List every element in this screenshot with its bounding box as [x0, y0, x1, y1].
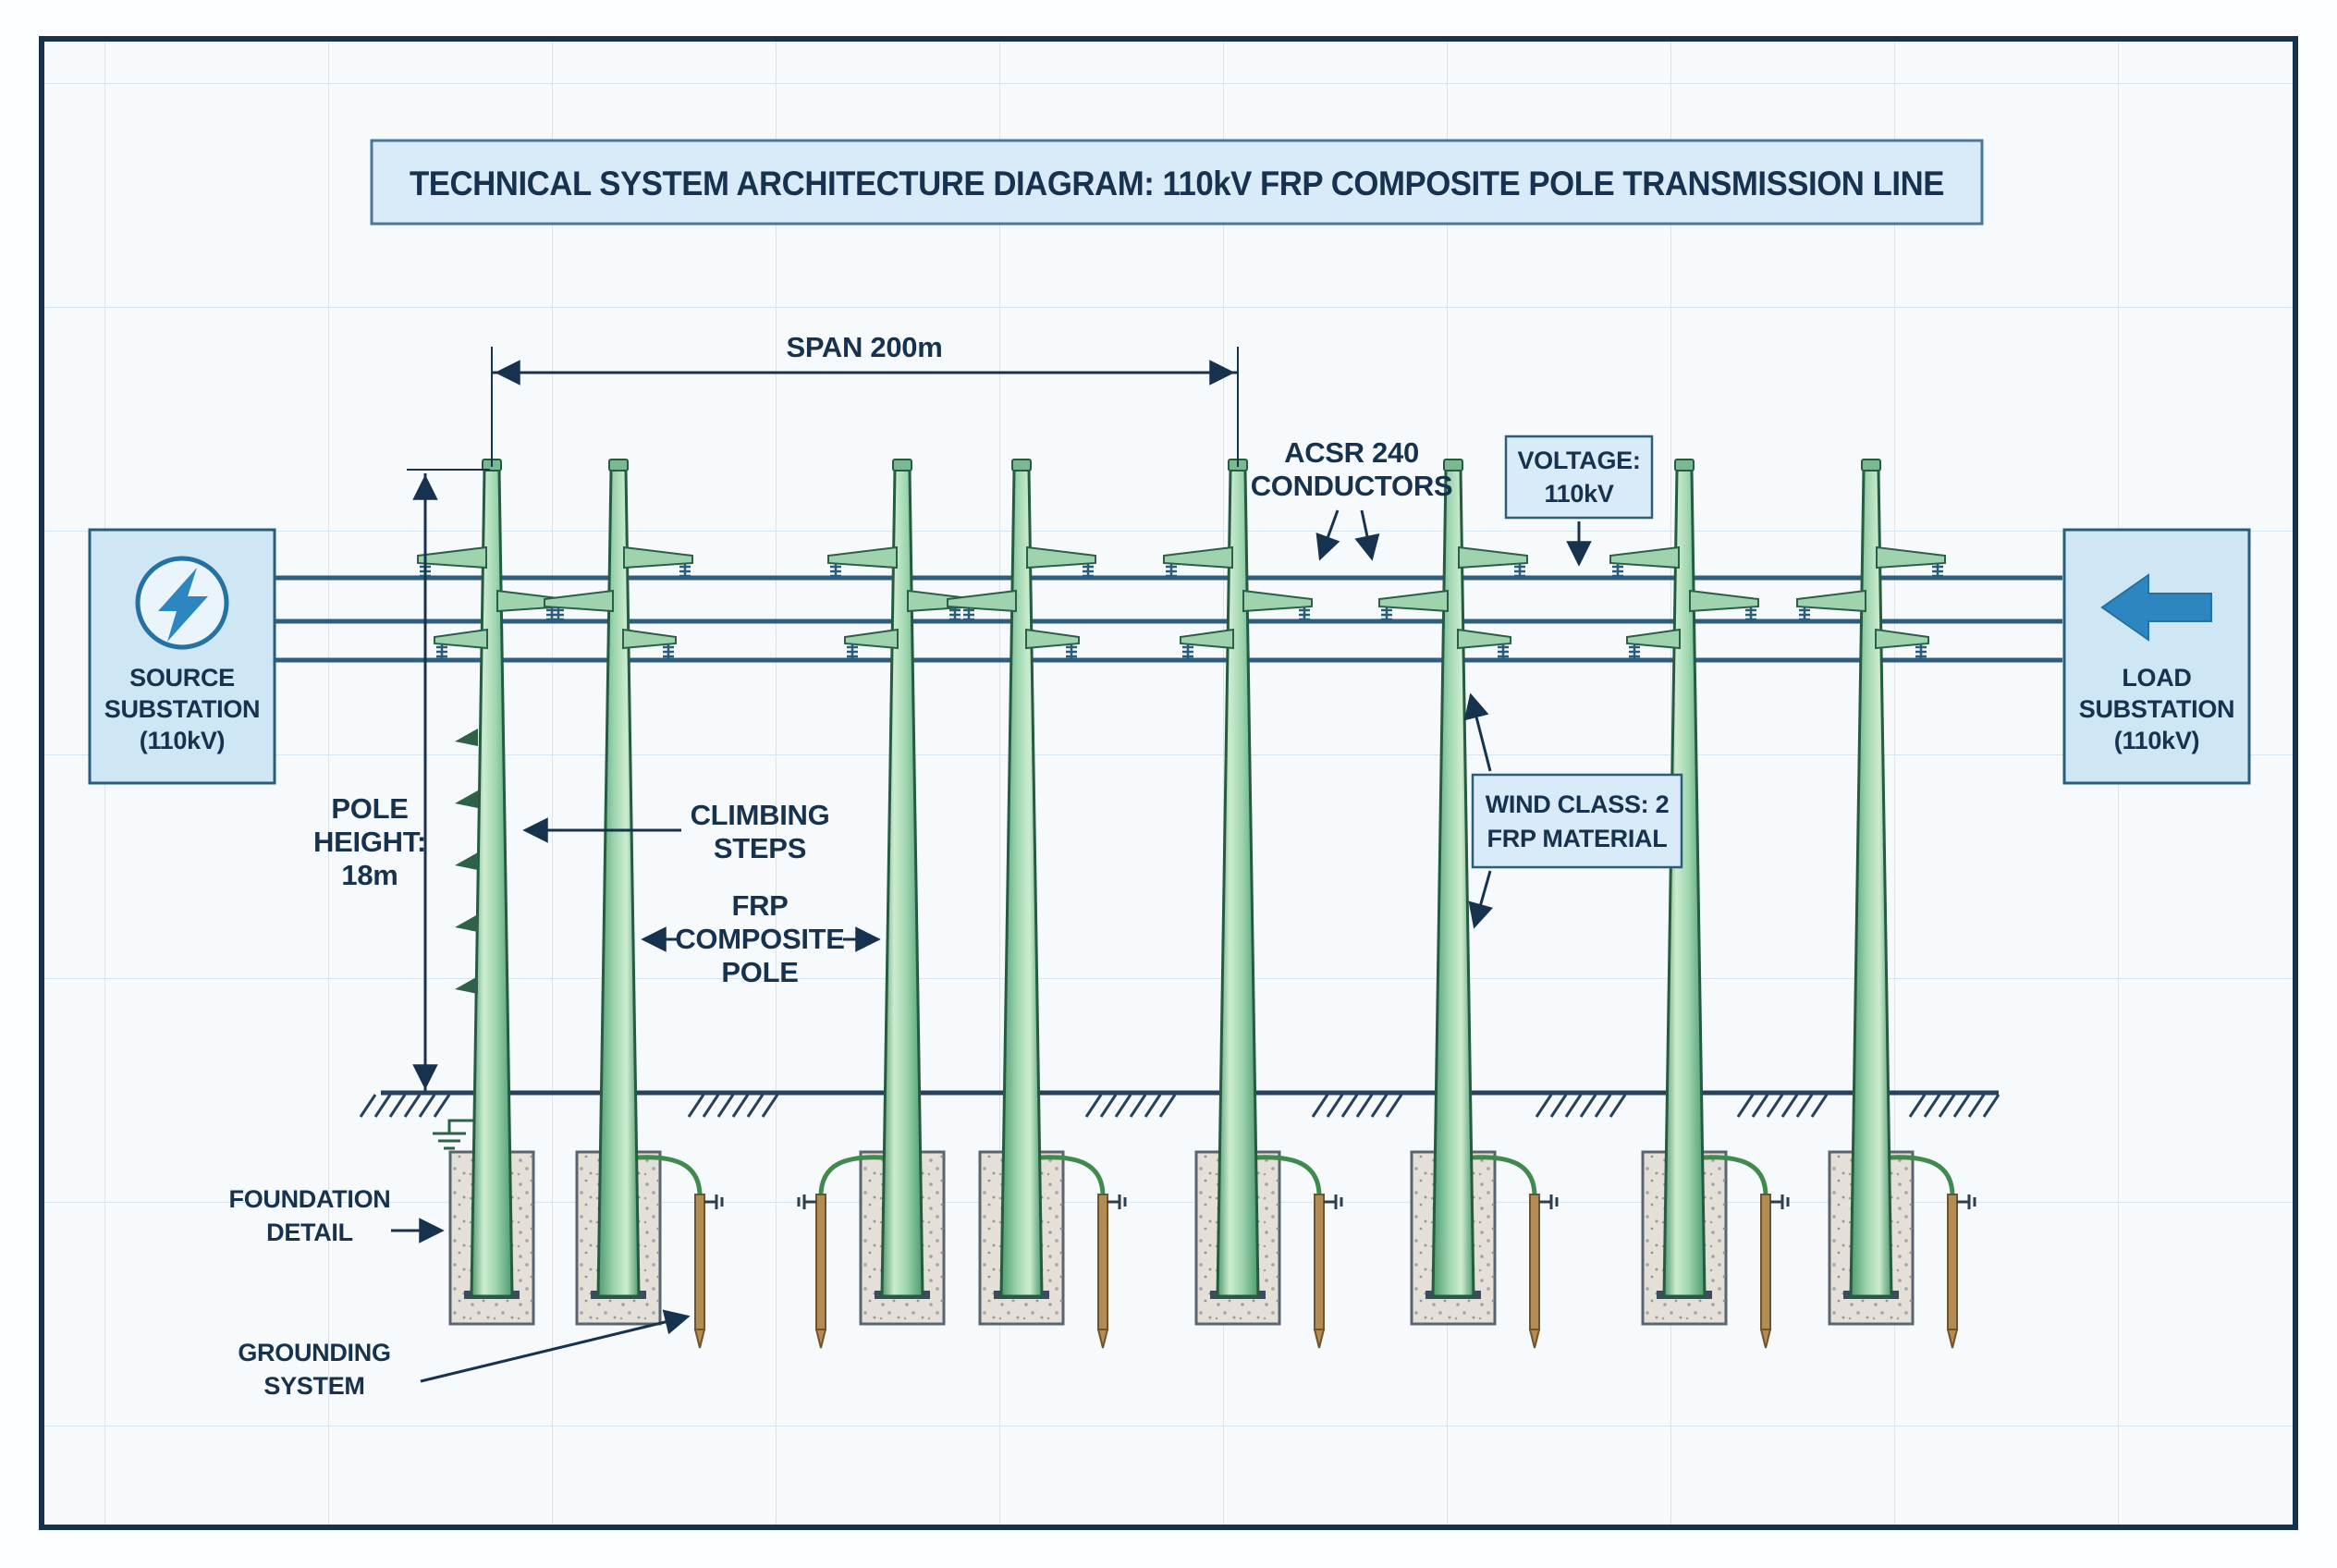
conductors: [275, 575, 2062, 663]
grounding-label: SYSTEM: [263, 1372, 364, 1400]
climbing-steps-label: STEPS: [714, 832, 806, 864]
wind-class-box: [1471, 773, 1683, 869]
pole-height-label: POLE: [331, 792, 408, 825]
load-substation-label: LOAD: [2122, 664, 2191, 692]
pole-height-label: HEIGHT:: [313, 826, 426, 858]
wind-class-label: WIND CLASS: 2: [1486, 790, 1670, 818]
source-substation: SOURCE SUBSTATION (110kV): [88, 528, 276, 785]
climbing-steps-callout: CLIMBING STEPS: [522, 799, 830, 864]
load-substation-box: [2062, 528, 2251, 785]
grounding-callout: GROUNDING SYSTEM: [238, 1309, 691, 1400]
grounding-label: GROUNDING: [238, 1339, 390, 1366]
acsr-callout: ACSR 240 CONDUCTORS: [1251, 436, 1453, 561]
source-substation-label: SUBSTATION: [104, 695, 261, 723]
source-substation-label: SOURCE: [129, 664, 235, 692]
wind-class-badge: WIND CLASS: 2 FRP MATERIAL: [1463, 692, 1683, 929]
foundation-label: DETAIL: [266, 1219, 353, 1246]
voltage-label: VOLTAGE:: [1517, 447, 1640, 474]
span-dimension: SPAN 200m: [491, 331, 1239, 467]
earth-ground-symbol: [433, 1119, 473, 1150]
frp-pole-callout: FRP COMPOSITE POLE: [641, 889, 881, 988]
load-substation-label: (110kV): [2114, 727, 2199, 754]
frp-pole-label: COMPOSITE: [675, 923, 844, 955]
load-substation-label: SUBSTATION: [2079, 695, 2235, 723]
climbing-steps-label: CLIMBING: [691, 799, 830, 831]
voltage-label: 110kV: [1544, 480, 1613, 508]
title-box: [370, 139, 1984, 226]
lightning-bolt: [158, 568, 208, 642]
diagram-border: [39, 36, 2298, 1530]
voltage-box: [1504, 435, 1654, 520]
span-label: SPAN 200m: [786, 331, 942, 363]
pole-height-label: 18m: [341, 859, 398, 891]
foundation-callout: FOUNDATION DETAIL: [229, 1185, 445, 1246]
load-arrow-icon: [2100, 573, 2212, 642]
voltage-badge: VOLTAGE: 110kV: [1504, 435, 1654, 567]
title-banner: TECHNICAL SYSTEM ARCHITECTURE DIAGRAM: 1…: [370, 139, 1984, 226]
page-title: TECHNICAL SYSTEM ARCHITECTURE DIAGRAM: 1…: [410, 165, 1944, 202]
wind-class-label: FRP MATERIAL: [1487, 825, 1668, 852]
acsr-label: CONDUCTORS: [1251, 470, 1453, 502]
frp-pole-label: POLE: [721, 956, 798, 988]
climbing-steps: [455, 729, 478, 994]
frp-pole-label: FRP: [731, 889, 788, 922]
ground-surface: [359, 1090, 2001, 1119]
load-substation: LOAD SUBSTATION (110kV): [2062, 528, 2251, 785]
foundation-label: FOUNDATION: [229, 1185, 391, 1213]
acsr-label: ACSR 240: [1284, 436, 1419, 469]
background-grid: [42, 39, 2295, 1527]
source-substation-label: (110kV): [140, 727, 225, 754]
pole-height-dimension: POLE HEIGHT: 18m: [313, 469, 490, 1091]
